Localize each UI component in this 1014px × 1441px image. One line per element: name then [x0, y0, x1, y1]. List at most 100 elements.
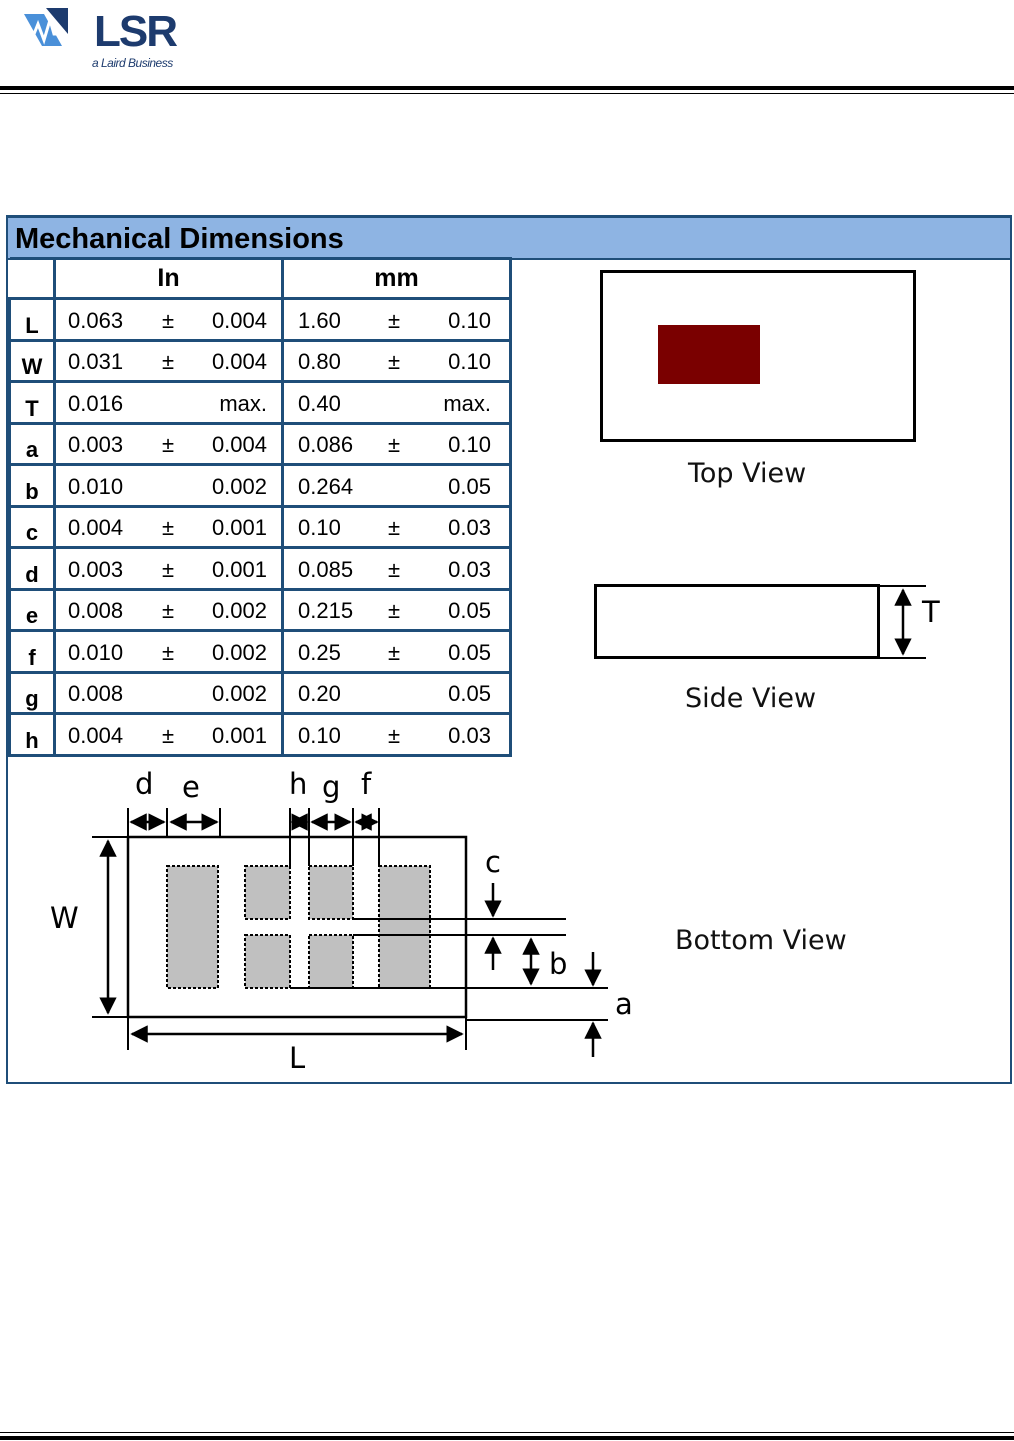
- mm-nominal: 0.40: [298, 390, 341, 416]
- mm-value: 0.264 0.05: [281, 463, 512, 508]
- dim-label: T: [8, 380, 56, 425]
- dim-label: e: [8, 587, 56, 632]
- mm-nominal: 0.085: [298, 556, 354, 582]
- mm-value: 0.80±0.10: [281, 338, 512, 383]
- in-nominal: 0.003: [68, 556, 124, 582]
- in-symbol: ±: [162, 432, 175, 457]
- mm-nominal: 1.60: [298, 307, 341, 333]
- dim-label: W: [8, 338, 56, 383]
- logo-subtitle: a Laird Business: [92, 56, 173, 70]
- dim-label-l: L: [289, 1041, 306, 1075]
- header-rule-thin: [0, 93, 1014, 94]
- mm-value: 0.10±0.03: [281, 712, 512, 757]
- in-nominal: 0.016: [68, 390, 124, 416]
- dim-label: L: [8, 297, 56, 342]
- dim-label-h: h: [289, 767, 308, 801]
- side-dim-t-label: T: [922, 595, 940, 629]
- mm-nominal: 0.264: [298, 473, 354, 499]
- dim-label: a: [8, 421, 56, 466]
- in-nominal: 0.063: [68, 307, 124, 333]
- in-tolerance: 0.002: [211, 681, 267, 706]
- mm-tolerance: 0.05: [448, 681, 491, 706]
- bottom-view-outline: [126, 835, 468, 1019]
- mm-tolerance: 0.05: [448, 639, 491, 665]
- top-view-pad: [658, 325, 760, 384]
- in-nominal: 0.004: [68, 515, 124, 540]
- mm-value: 0.25±0.05: [281, 629, 512, 674]
- in-symbol: ±: [162, 639, 175, 665]
- header-rule-thick: [0, 86, 1014, 90]
- dim-label: d: [8, 546, 56, 591]
- mm-symbol: ±: [388, 639, 401, 665]
- dim-label-b: b: [549, 947, 568, 981]
- dim-label-c: c: [485, 845, 501, 879]
- panel-title: Mechanical Dimensions: [15, 223, 344, 255]
- pad-inner-top-right: [308, 865, 354, 920]
- footer-rule-thick: [0, 1436, 1014, 1440]
- dim-label-d: d: [135, 767, 154, 801]
- mm-symbol: ±: [388, 515, 401, 540]
- bottom-view-label: Bottom View: [675, 925, 847, 956]
- top-view-label: Top View: [688, 458, 807, 489]
- dim-label: c: [8, 504, 56, 549]
- dim-label-e: e: [182, 770, 200, 804]
- mm-nominal: 0.086: [298, 432, 354, 457]
- logo-mark-icon: [24, 8, 68, 46]
- mm-value: 1.60±0.10: [281, 297, 512, 342]
- dim-label-f: f: [361, 767, 372, 801]
- mm-symbol: ±: [388, 556, 401, 582]
- pad-right-large: [378, 865, 431, 989]
- dim-label: g: [8, 670, 56, 715]
- mm-symbol: ±: [388, 432, 401, 457]
- in-symbol: ±: [162, 598, 175, 623]
- mm-value: 0.085±0.03: [281, 546, 512, 591]
- logo-wordmark: LSR: [94, 7, 178, 56]
- bottom-view-pads: [166, 865, 431, 989]
- in-symbol: ±: [162, 307, 175, 333]
- in-value: 0.003±0.004: [53, 421, 284, 466]
- mm-tolerance: 0.05: [448, 473, 491, 499]
- in-nominal: 0.003: [68, 432, 124, 457]
- mm-symbol: ±: [388, 307, 401, 333]
- pad-inner-bottom-left: [244, 934, 291, 989]
- in-nominal: 0.004: [68, 722, 124, 748]
- dim-label: h: [8, 712, 56, 757]
- side-view-outline: [594, 584, 880, 659]
- in-tolerance: 0.004: [211, 307, 267, 333]
- in-value: 0.008±0.002: [53, 587, 284, 632]
- footer-rule-thin: [0, 1432, 1014, 1433]
- in-symbol: ±: [162, 556, 175, 582]
- dim-label: f: [8, 629, 56, 674]
- in-tolerance: 0.002: [211, 639, 267, 665]
- mm-tolerance: 0.03: [448, 515, 491, 540]
- mm-value: 0.10 ±0.03: [281, 504, 512, 549]
- mm-symbol: ±: [388, 598, 401, 623]
- in-tolerance: 0.001: [211, 722, 267, 748]
- in-symbol: ±: [162, 722, 175, 748]
- in-value: 0.003±0.001: [53, 546, 284, 591]
- pad-left-large: [166, 865, 219, 989]
- side-view-label: Side View: [685, 683, 817, 714]
- table-row: h 0.004 ±0.001 0.10±0.03: [8, 712, 512, 757]
- mm-tolerance: 0.10: [448, 432, 491, 457]
- in-symbol: ±: [162, 515, 175, 540]
- header-in: In: [53, 257, 284, 300]
- dim-label-w: W: [50, 901, 79, 935]
- top-view-outline: [600, 270, 916, 442]
- mm-value: 0.086 ±0.10: [281, 421, 512, 466]
- mm-tolerance: 0.05: [448, 598, 491, 623]
- mm-nominal: 0.10: [298, 515, 341, 540]
- bottom-view-dimension-arrows: [99, 813, 602, 1057]
- in-nominal: 0.031: [68, 349, 124, 374]
- in-nominal: 0.008: [68, 598, 124, 623]
- in-tolerance: 0.002: [211, 473, 267, 499]
